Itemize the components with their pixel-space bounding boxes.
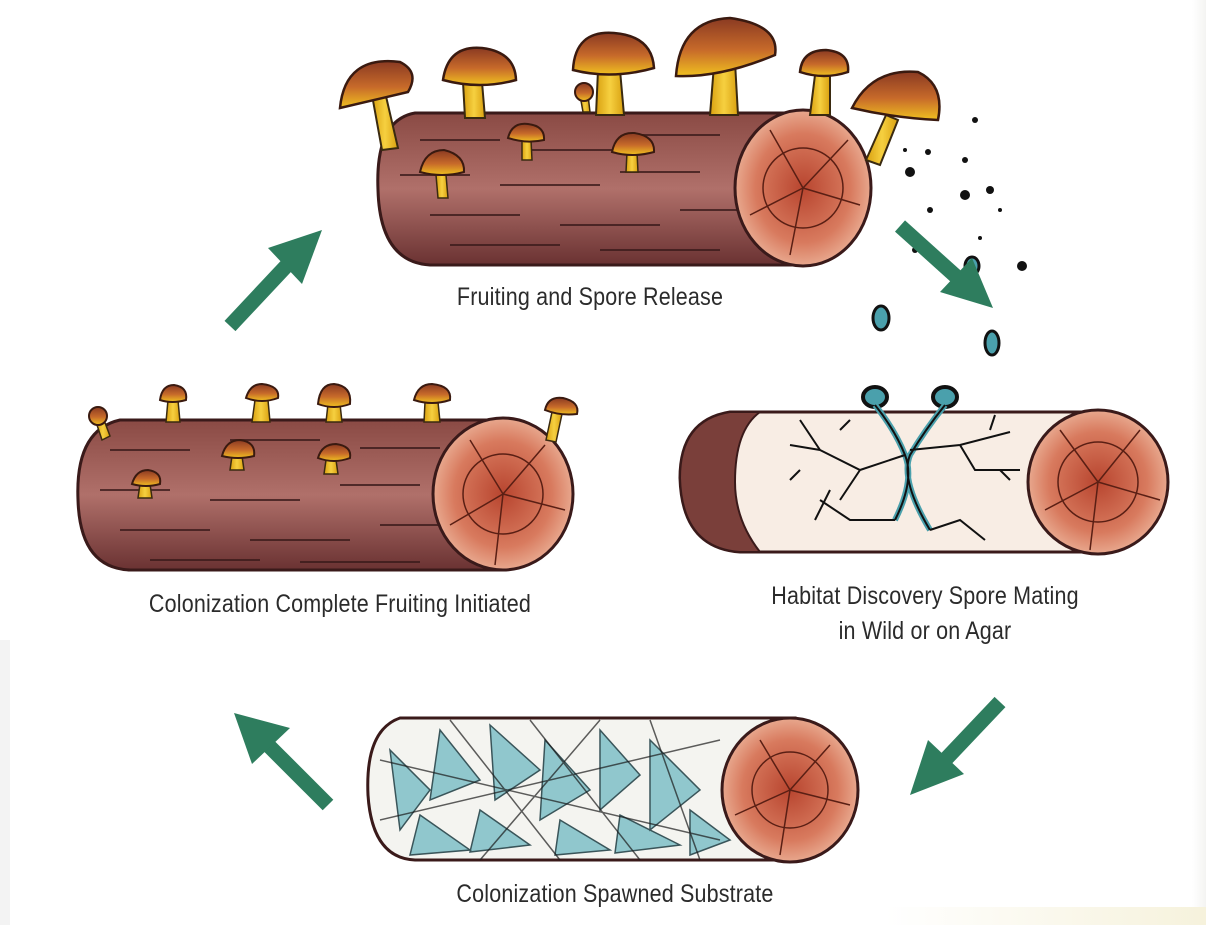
label-fruiting: Fruiting and Spore Release (366, 281, 813, 314)
arrow-to-spawned (910, 702, 1000, 795)
arrow-to-fruiting (230, 230, 322, 326)
label-habitat-line2: in Wild or on Agar (723, 615, 1127, 648)
blue-spores (873, 257, 999, 355)
label-habitat-line1: Habitat Discovery Spore Mating (723, 580, 1127, 613)
label-colonization-spawned: Colonization Spawned Substrate (404, 878, 825, 911)
label-colonization-complete: Colonization Complete Fruiting Initiated (108, 588, 572, 621)
arrow-to-complete (234, 713, 328, 805)
log-spawned (368, 718, 858, 862)
